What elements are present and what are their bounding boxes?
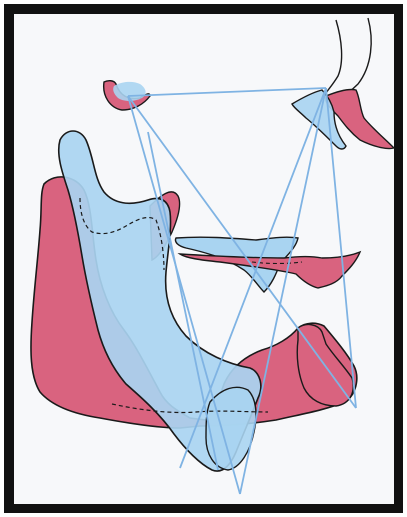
cephalometric-tracing-diagram [0,0,407,517]
diagram-canvas [0,0,407,517]
